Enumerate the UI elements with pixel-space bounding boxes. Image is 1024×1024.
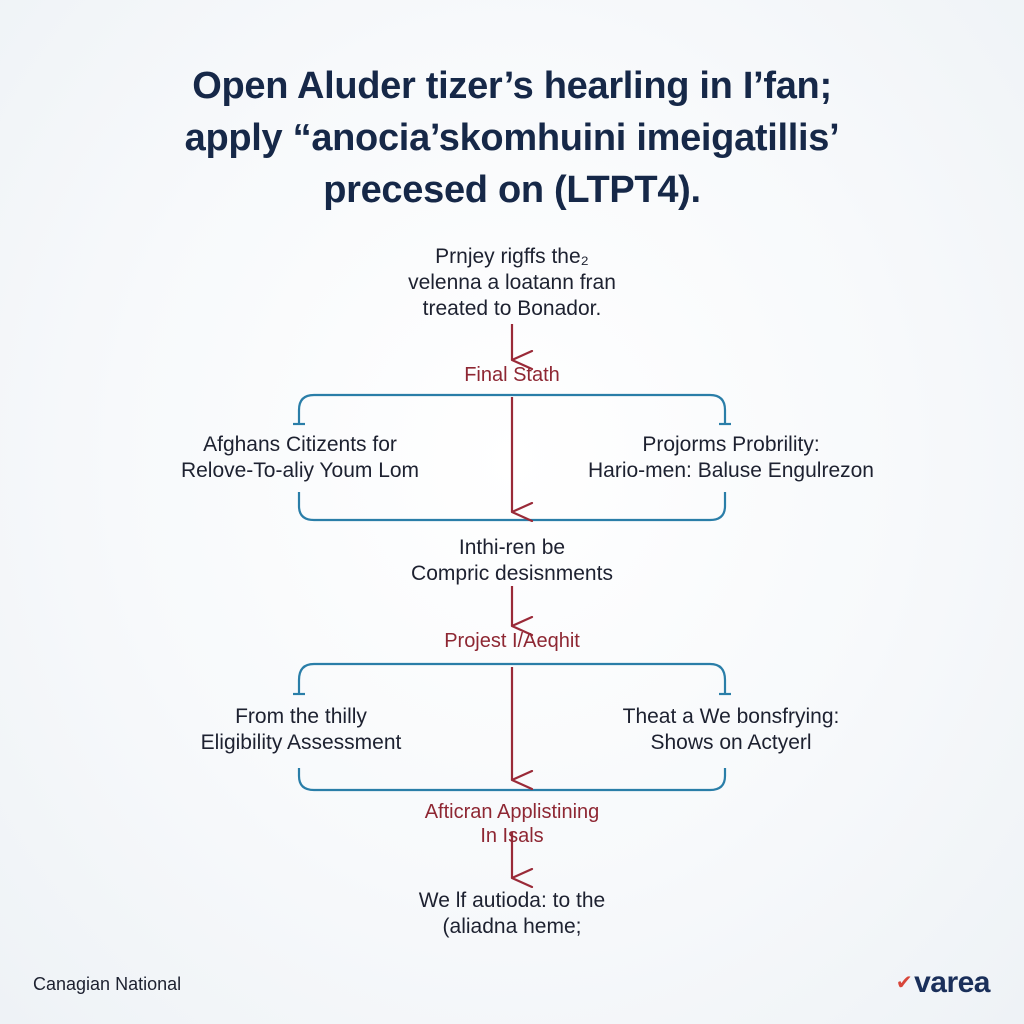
outcome-text: We lf autioda: to the (aliadna heme;: [372, 888, 652, 940]
stage2-left-text: From the thilly Eligibility Assessment: [176, 704, 426, 756]
stage2-right-line-1: Theat a We bonsfrying:: [622, 705, 840, 728]
stage1-right-text: Projorms Probrility: Hario-men: Baluse E…: [574, 432, 888, 484]
stage2-right-line-2: Shows on Actyerl: [650, 731, 812, 754]
diagram-title: Open Aluder tizer’s hearling in I’fan; a…: [0, 60, 1024, 216]
bracket-stage2-bottom: [297, 768, 727, 792]
stage2-right-text: Theat a We bonsfrying: Shows on Actyerl: [600, 704, 862, 756]
stage1-label: Final Stath: [464, 364, 560, 386]
outcome-line-1: We lf autioda: to the: [418, 889, 606, 912]
title-line-1: Open Aluder tizer’s hearling in I’fan;: [192, 65, 832, 107]
intro-line-2: velenna a loatann fran: [408, 271, 616, 294]
intro-text: Prnjey rigffs the₂ velenna a loatann fra…: [362, 244, 662, 322]
middle-text: Inthi-ren be Compric desisnments: [362, 535, 662, 587]
footer-brand-logo: ✔varea: [895, 966, 991, 1000]
stage1-right-line-2: Hario-men: Baluse Engulrezon: [588, 459, 874, 482]
check-icon: ✔: [895, 972, 913, 994]
stage1-left-line-2: Relove-To-aliy Youm Lom: [180, 459, 420, 482]
stage3-label-line-2: In Isals: [480, 825, 544, 847]
intro-line-3: treated to Bonador.: [422, 297, 602, 320]
stage1-right-line-1: Projorms Probrility:: [642, 433, 820, 456]
middle-line-1: Inthi-ren be: [458, 536, 566, 559]
stage2-label: Projest I/Aeqhit: [444, 630, 580, 652]
footer-brand-name: varea: [914, 966, 990, 999]
intro-line-1: Prnjey rigffs the₂: [435, 245, 589, 268]
bracket-stage1-top: [297, 393, 727, 424]
stage3-label-line-1: Afticran Applistining: [424, 801, 600, 823]
stage2-left-line-1: From the thilly: [235, 705, 367, 728]
title-line-2: apply “anocia’skomhuini imeigatillis’: [184, 117, 840, 159]
stage1-left-line-1: Afghans Citizents for: [203, 433, 397, 456]
title-line-3: precesed on (LTPT4).: [323, 169, 701, 211]
bracket-stage2-top: [297, 662, 727, 694]
footer-organization: Canagian National: [33, 974, 182, 994]
middle-line-2: Compric desisnments: [411, 562, 613, 585]
stage2-left-line-2: Eligibility Assessment: [200, 731, 402, 754]
stage3-label: Afticran Applistining In Isals: [382, 800, 642, 848]
outcome-line-2: (aliadna heme;: [442, 915, 582, 938]
stage1-left-text: Afghans Citizents for Relove-To-aliy You…: [160, 432, 440, 484]
